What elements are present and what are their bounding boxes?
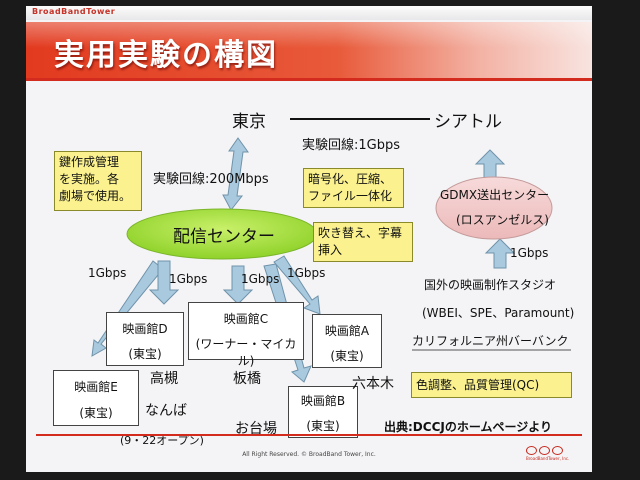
- gbps-label-2: 1Gbps: [169, 272, 208, 286]
- gbps-upload-label: 1Gbps: [510, 246, 549, 260]
- theater-b-box: 映画館B (東宝): [288, 386, 358, 438]
- place-odaiba: お台場: [235, 421, 277, 437]
- tokyo-label: 東京: [232, 112, 266, 132]
- theater-c-box: 映画館C (ワーナー・マイカル): [188, 302, 304, 368]
- note-encryption: 暗号化、圧縮、 ファイル一体化: [303, 168, 404, 208]
- seattle-label: シアトル: [434, 112, 502, 132]
- center-theater-a-arrow: [273, 255, 321, 315]
- studio-location: カリフォルニア州バーバンク: [412, 334, 569, 348]
- studio-gdmx-arrow: [484, 238, 516, 269]
- studio-title: 国外の映画制作スタジオ: [424, 278, 557, 292]
- source-citation: 出典:DCCJのホームページより: [384, 420, 552, 434]
- center-theater-d-arrow: [148, 260, 180, 305]
- note-key-management: 鍵作成管理 を実施。各 劇場で使用。: [54, 151, 142, 211]
- place-takatsuki: 高槻: [150, 371, 178, 387]
- gbps-label-4: 1Gbps: [287, 266, 326, 280]
- place-roppongi: 六本木: [352, 376, 394, 392]
- theater-a-box: 映画館A (東宝): [312, 314, 382, 368]
- gdmx-ellipse: [435, 176, 553, 240]
- theater-e-box: 映画館E (東宝): [53, 370, 139, 426]
- place-itabashi: 板橋: [233, 371, 261, 387]
- footer-line: [36, 434, 582, 436]
- gbps-label-1: 1Gbps: [88, 266, 127, 280]
- note-color-qc: 色調整、品質管理(QC): [411, 372, 572, 398]
- logo-text: BroadBandTower, Inc.: [526, 456, 570, 461]
- logo-mark-icon: [526, 446, 574, 455]
- place-namba-open: (9・22オープン): [120, 434, 204, 447]
- line-tokyo-label: 実験回線:200Mbps: [153, 172, 269, 187]
- gdmx-label: GDMX送出センター: [440, 188, 550, 202]
- place-namba: なんば: [145, 403, 187, 419]
- gdmx-seattle-arrow: [474, 149, 506, 179]
- brand-text: BroadBandTower: [32, 7, 116, 16]
- center-theater-c-arrow: [222, 265, 254, 305]
- slide: BroadBandTower 実用実験の構図: [26, 6, 592, 472]
- gbps-label-3: 1Gbps: [241, 272, 280, 286]
- studio-names: (WBEI、SPE、Paramount): [422, 306, 575, 320]
- company-logo: BroadBandTower, Inc.: [526, 446, 574, 462]
- slide-title: 実用実験の構図: [54, 38, 278, 73]
- title-bar: 実用実験の構図: [26, 22, 592, 78]
- copyright-text: All Right Reserved. © BroadBand Tower, I…: [242, 451, 376, 458]
- top-bar: BroadBandTower: [26, 6, 592, 20]
- theater-d-box: 映画館D (東宝): [106, 312, 184, 366]
- center-label: 配信センター: [173, 227, 275, 247]
- gdmx-location-label: (ロスアンゼルス): [456, 213, 549, 227]
- title-underline: [26, 78, 592, 81]
- line-seattle-label: 実験回線:1Gbps: [302, 138, 401, 153]
- note-subtitles: 吹き替え、字幕 挿入: [313, 222, 413, 262]
